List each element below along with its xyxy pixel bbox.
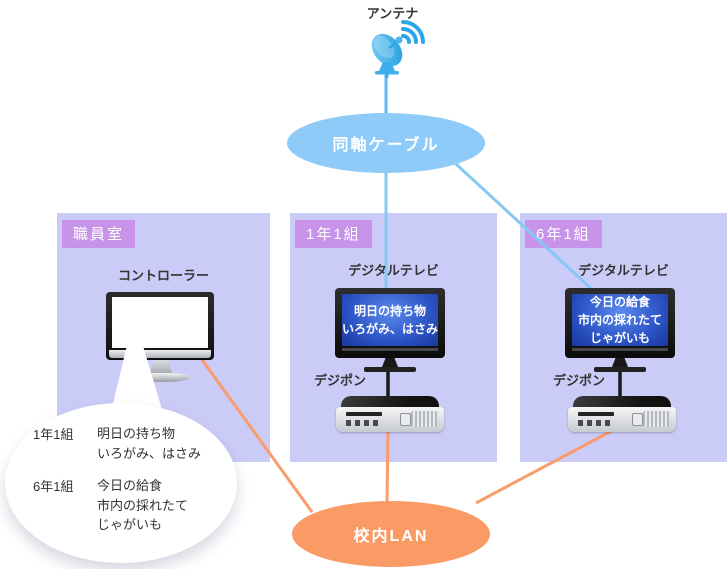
bubble-class-name: 1年1組 <box>33 427 74 442</box>
class1-tv-label: デジタルテレビ <box>348 263 439 278</box>
stb-disc-slot <box>346 412 382 416</box>
satellite-antenna-icon <box>371 20 425 78</box>
tv-screen-line: いろがみ、はさみ <box>342 322 439 336</box>
coax-cable-node: 同軸ケーブル <box>287 113 485 173</box>
tv-speaker-strip <box>572 348 668 351</box>
stand-pole <box>385 74 389 78</box>
wifi-wave-middle <box>401 27 418 44</box>
tv-stand-neck <box>382 358 398 367</box>
bubble-line: いろがみ、はさみ <box>97 445 202 461</box>
speech-bubble-tail <box>110 316 164 416</box>
room-class1-label: 1年1組 <box>295 220 372 248</box>
wifi-wave-outer <box>401 20 425 44</box>
tv-screen-class6: 今日の給食 市内の採れたて じゃがいも <box>572 294 668 346</box>
stb-buttons <box>346 420 378 426</box>
digital-tv-class1: 明日の持ち物 いろがみ、はさみ <box>335 288 445 372</box>
stand <box>379 62 395 71</box>
line-controller-lan <box>198 356 314 513</box>
bubble-entry-class1: 1年1組 明日の持ち物 いろがみ、はさみ <box>33 424 228 463</box>
speech-bubble-content: 1年1組 明日の持ち物 いろがみ、はさみ 6年1組 今日の給食 市内の採れたて … <box>33 424 228 548</box>
digipon-class6 <box>568 396 676 434</box>
class6-stb-label: デジポン <box>552 373 605 388</box>
bubble-entry-class6: 6年1組 今日の給食 市内の採れたて じゃがいも <box>33 476 228 535</box>
digipon-class1 <box>336 396 444 434</box>
stb-vents <box>643 411 669 427</box>
digital-tv-class6: 今日の給食 市内の採れたて じゃがいも <box>565 288 675 372</box>
bubble-line: 今日の給食 <box>97 478 163 493</box>
room-staff-label: 職員室 <box>62 220 136 248</box>
dish-highlight <box>373 35 395 59</box>
tv-screen-line: 明日の持ち物 <box>353 304 426 318</box>
stb-vents <box>411 411 437 427</box>
tv-screen-class1: 明日の持ち物 いろがみ、はさみ <box>342 294 438 346</box>
stb-disc-slot <box>578 412 614 416</box>
bubble-line: じゃがいも <box>97 517 163 532</box>
tv-screen-line: 今日の給食 <box>589 295 650 309</box>
school-lan-node: 校内LAN <box>292 501 490 567</box>
class6-tv-label: デジタルテレビ <box>578 263 669 278</box>
tv-stand-base <box>364 367 416 372</box>
class1-stb-label: デジポン <box>313 373 366 388</box>
tv-screen-line: 市内の採れたて <box>577 313 662 327</box>
bubble-lines: 今日の給食 市内の採れたて じゃがいも <box>97 476 188 535</box>
antenna-label: アンテナ <box>366 6 419 21</box>
bubble-lines: 明日の持ち物 いろがみ、はさみ <box>97 424 201 463</box>
feed-head <box>395 36 403 44</box>
tv-screen-line: じゃがいも <box>589 331 650 345</box>
bubble-line: 市内の採れたて <box>97 497 189 513</box>
wifi-wave-inner <box>401 34 411 44</box>
line-stb1-lan <box>385 427 390 506</box>
tv-speaker-strip <box>342 348 438 351</box>
tv-stand-base <box>594 367 646 372</box>
controller-label: コントローラー <box>117 268 209 283</box>
dish <box>371 33 403 67</box>
line-coax-class6-tv <box>454 162 599 296</box>
bubble-line: 明日の持ち物 <box>97 426 176 441</box>
room-class6-label: 6年1組 <box>525 220 602 248</box>
stand-base <box>375 71 399 75</box>
stb-buttons <box>578 420 610 426</box>
tv-stand-neck <box>612 358 628 367</box>
stb-display <box>400 413 411 426</box>
bubble-class-name: 6年1組 <box>33 479 74 494</box>
stb-display <box>632 413 643 426</box>
line-stb6-lan <box>475 426 618 505</box>
speech-bubble <box>5 403 237 563</box>
